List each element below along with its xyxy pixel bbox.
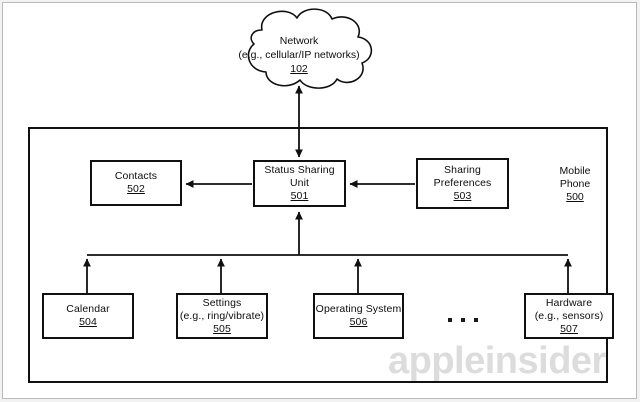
node-hardware-ref: 507 (560, 322, 578, 335)
node-calendar-label: Calendar (66, 303, 110, 315)
node-hardware-label2: (e.g., sensors) (534, 309, 604, 322)
node-status-sharing-unit-label1: Status Sharing (264, 164, 335, 176)
node-sharing-preferences-label2: Preferences (433, 177, 492, 189)
node-sharing-preferences[interactable]: Sharing Preferences 503 (416, 158, 509, 209)
ellipsis-dot (474, 318, 478, 322)
node-sharing-preferences-ref: 503 (453, 190, 472, 202)
mobile-phone-label-line1: Mobile (559, 165, 591, 177)
node-calendar-ref: 504 (79, 316, 97, 328)
node-hardware-label1: Hardware (545, 296, 593, 309)
mobile-phone-label-line2: Phone (559, 178, 591, 190)
node-settings-ref: 505 (213, 322, 231, 335)
node-settings-label1: Settings (202, 296, 242, 309)
mobile-phone-label: Mobile Phone 500 (530, 165, 620, 204)
node-contacts-label: Contacts (114, 170, 158, 182)
node-status-sharing-unit-ref: 501 (290, 190, 309, 202)
node-sharing-preferences-label1: Sharing (444, 164, 481, 176)
ellipsis-dot (448, 318, 452, 322)
network-ref: 102 (290, 63, 308, 75)
network-cloud-label: Network (e.g., cellular/IP networks) 102 (199, 34, 399, 76)
ellipsis-dot (461, 318, 465, 322)
node-settings-label2: (e.g., ring/vibrate) (179, 309, 265, 322)
ellipsis-indicator (448, 318, 478, 322)
node-operating-system[interactable]: Operating System 506 (313, 293, 404, 339)
mobile-phone-ref: 500 (566, 191, 584, 203)
node-status-sharing-unit[interactable]: Status Sharing Unit 501 (253, 160, 346, 207)
appleinsider-watermark: appleinsider (388, 340, 606, 382)
node-operating-system-ref: 506 (349, 316, 368, 328)
node-settings[interactable]: Settings (e.g., ring/vibrate) 505 (176, 293, 268, 339)
node-operating-system-label: Operating System (315, 303, 402, 315)
node-contacts[interactable]: Contacts 502 (90, 160, 182, 206)
network-label-line1: Network (279, 35, 319, 47)
node-contacts-ref: 502 (127, 183, 145, 195)
node-calendar[interactable]: Calendar 504 (42, 293, 134, 339)
node-status-sharing-unit-label2: Unit (289, 177, 310, 189)
mobile-phone-frame (28, 127, 608, 383)
network-label-line2: (e.g., cellular/IP networks) (238, 49, 360, 61)
node-hardware[interactable]: Hardware (e.g., sensors) 507 (524, 293, 614, 339)
